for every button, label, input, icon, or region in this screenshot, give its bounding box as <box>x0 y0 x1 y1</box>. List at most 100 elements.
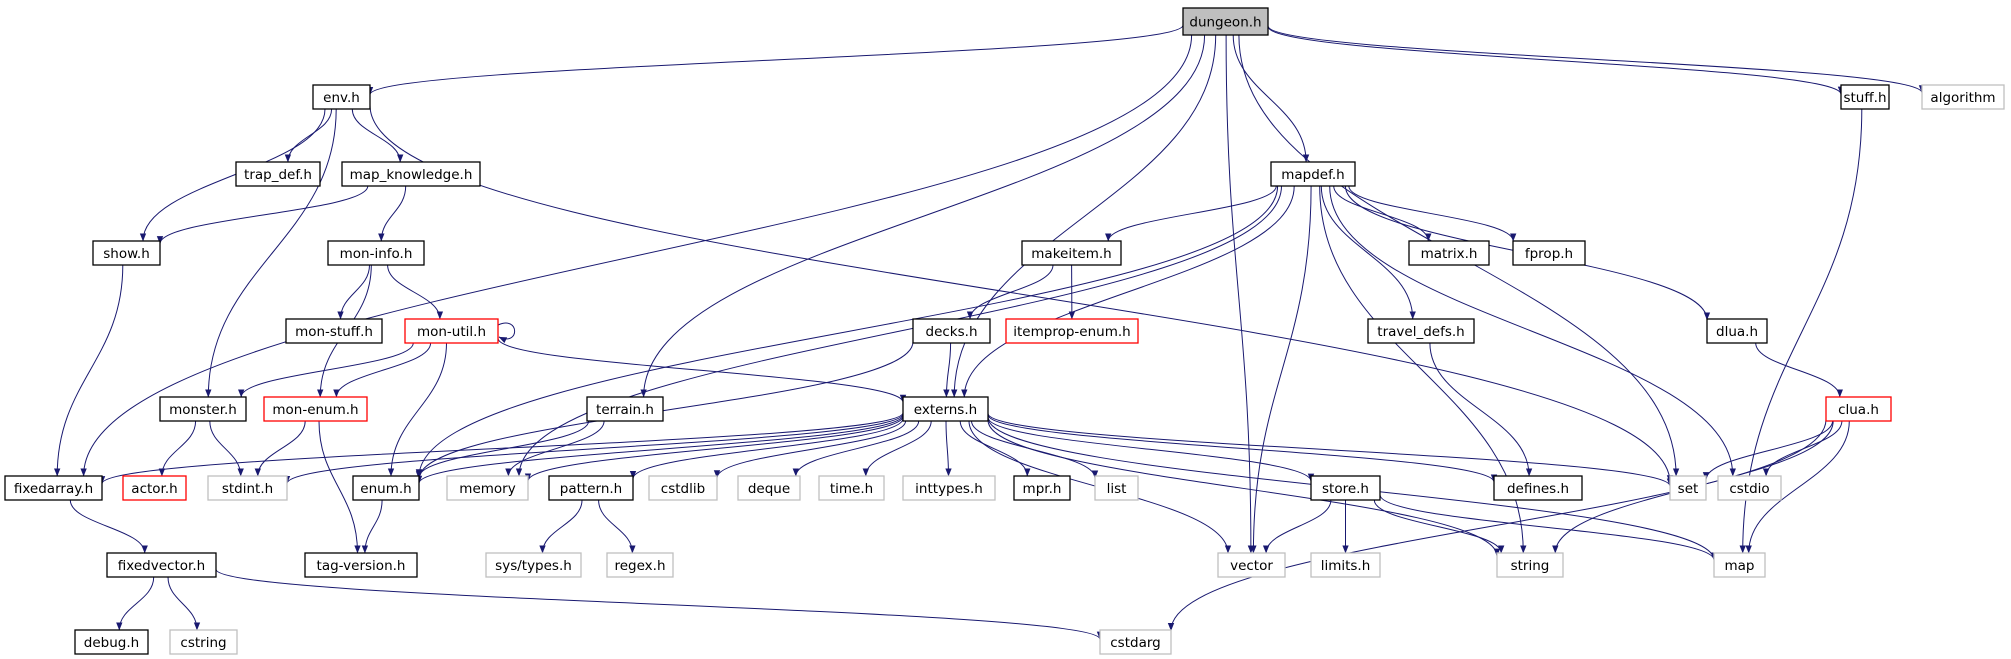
edge-mapdef-to-externs <box>961 185 1295 398</box>
node-mpr[interactable]: mpr.h <box>1013 475 1071 501</box>
node-cstdio[interactable]: cstdio <box>1717 475 1782 501</box>
node-defines[interactable]: defines.h <box>1493 475 1583 501</box>
node-map[interactable]: map <box>1713 552 1766 578</box>
node-store[interactable]: store.h <box>1310 475 1381 501</box>
node-box <box>485 552 582 578</box>
node-label: terrain.h <box>596 402 654 418</box>
node-mon-stuff[interactable]: mon-stuff.h <box>285 318 383 344</box>
node-box <box>285 318 383 344</box>
edge-line <box>1167 419 1827 631</box>
node-label: travel_defs.h <box>1377 324 1464 340</box>
edge-mon_enum-to-stdint <box>254 420 306 477</box>
node-box <box>1099 629 1172 655</box>
node-box <box>902 475 996 501</box>
edge-line <box>713 420 907 479</box>
edge-line <box>1348 185 1517 242</box>
node-box <box>1669 475 1707 501</box>
node-fprop[interactable]: fprop.h <box>1512 240 1586 266</box>
node-box <box>586 396 664 422</box>
node-label: mapdef.h <box>1281 167 1345 183</box>
node-box <box>606 552 674 578</box>
node-terrain[interactable]: terrain.h <box>586 396 664 422</box>
node-memory[interactable]: memory <box>446 475 529 501</box>
edge-mon_util-to-externs <box>497 338 907 403</box>
edge-dlua-to-clua <box>1755 342 1843 398</box>
node-fixedvector[interactable]: fixedvector.h <box>106 552 217 578</box>
node-box <box>548 475 634 501</box>
node-mapdef[interactable]: mapdef.h <box>1270 161 1356 187</box>
node-dlua[interactable]: dlua.h <box>1706 318 1768 344</box>
edge-line <box>1373 499 1505 554</box>
edge-line <box>1267 26 1845 95</box>
node-label: regex.h <box>614 558 665 574</box>
node-cstring[interactable]: cstring <box>169 629 238 655</box>
node-box <box>1021 240 1122 266</box>
node-fixedarray[interactable]: fixedarray.h <box>4 475 103 501</box>
node-deque[interactable]: deque <box>737 475 801 501</box>
edge-line <box>116 576 155 631</box>
edge-env-to-map_knowledge <box>351 108 404 163</box>
node-itemprop-enum[interactable]: itemprop-enum.h <box>1005 318 1139 344</box>
node-regex[interactable]: regex.h <box>606 552 674 578</box>
node-box <box>1512 240 1586 266</box>
node-mon-util[interactable]: mon-util.h <box>404 318 499 344</box>
edge-line <box>524 416 904 482</box>
edge-externs-to-enum <box>415 414 904 484</box>
node-show[interactable]: show.h <box>92 240 161 266</box>
node-set[interactable]: set <box>1669 475 1707 501</box>
node-box <box>4 475 103 501</box>
node-label: itemprop-enum.h <box>1013 324 1130 340</box>
node-label: store.h <box>1322 481 1369 497</box>
node-mon-info[interactable]: mon-info.h <box>327 240 425 266</box>
edge-enum-to-tag_version <box>361 499 383 554</box>
node-stuff[interactable]: stuff.h <box>1840 84 1890 110</box>
node-label: dlua.h <box>1716 324 1758 340</box>
edge-line <box>69 499 148 554</box>
edge-line <box>387 264 444 320</box>
node-label: cstdio <box>1729 481 1769 497</box>
node-debug[interactable]: debug.h <box>74 629 149 655</box>
node-pattern[interactable]: pattern.h <box>548 475 634 501</box>
node-clua[interactable]: clua.h <box>1825 396 1892 422</box>
edge-externs-to-fixedarray <box>98 412 904 485</box>
edge-line <box>515 185 1282 477</box>
node-string[interactable]: string <box>1496 552 1564 578</box>
node-mon-enum[interactable]: mon-enum.h <box>263 396 368 422</box>
node-env[interactable]: env.h <box>312 84 371 110</box>
node-enum[interactable]: enum.h <box>352 475 420 501</box>
edge-line <box>1755 342 1843 398</box>
edge-line <box>987 417 1315 482</box>
node-cstdlib[interactable]: cstdlib <box>648 475 718 501</box>
node-travel-defs[interactable]: travel_defs.h <box>1367 318 1475 344</box>
node-cstdarg[interactable]: cstdarg <box>1099 629 1172 655</box>
node-sys-types[interactable]: sys/types.h <box>485 552 582 578</box>
node-matrix[interactable]: matrix.h <box>1408 240 1490 266</box>
node-inttypes[interactable]: inttypes.h <box>902 475 996 501</box>
node-vector[interactable]: vector <box>1217 552 1286 578</box>
node-box <box>312 84 371 110</box>
node-algorithm[interactable]: algorithm <box>1921 84 2005 110</box>
edge-line <box>792 420 920 477</box>
node-box <box>341 161 481 187</box>
node-tag-version[interactable]: tag-version.h <box>304 552 418 578</box>
node-limits[interactable]: limits.h <box>1310 552 1381 578</box>
edge-line <box>1250 185 1312 554</box>
node-list[interactable]: list <box>1094 475 1139 501</box>
edge-externs-to-mpr <box>959 420 1031 477</box>
node-label: set <box>1678 481 1699 497</box>
node-actor[interactable]: actor.h <box>122 475 187 501</box>
node-dungeon[interactable]: dungeon.h <box>1182 7 1269 36</box>
edge-mapdef-to-fprop <box>1348 185 1517 242</box>
node-decks[interactable]: decks.h <box>912 318 991 344</box>
node-label: map <box>1725 558 1755 574</box>
edge-line <box>415 341 914 480</box>
node-box <box>1493 475 1583 501</box>
node-time[interactable]: time.h <box>818 475 885 501</box>
node-makeitem[interactable]: makeitem.h <box>1021 240 1122 266</box>
node-monster[interactable]: monster.h <box>159 396 247 422</box>
node-map-knowledge[interactable]: map_knowledge.h <box>341 161 481 187</box>
node-stdint[interactable]: stdint.h <box>207 475 288 501</box>
edge-line <box>987 414 1498 483</box>
node-trap-def[interactable]: trap_def.h <box>235 161 321 187</box>
node-externs[interactable]: externs.h <box>902 396 989 422</box>
